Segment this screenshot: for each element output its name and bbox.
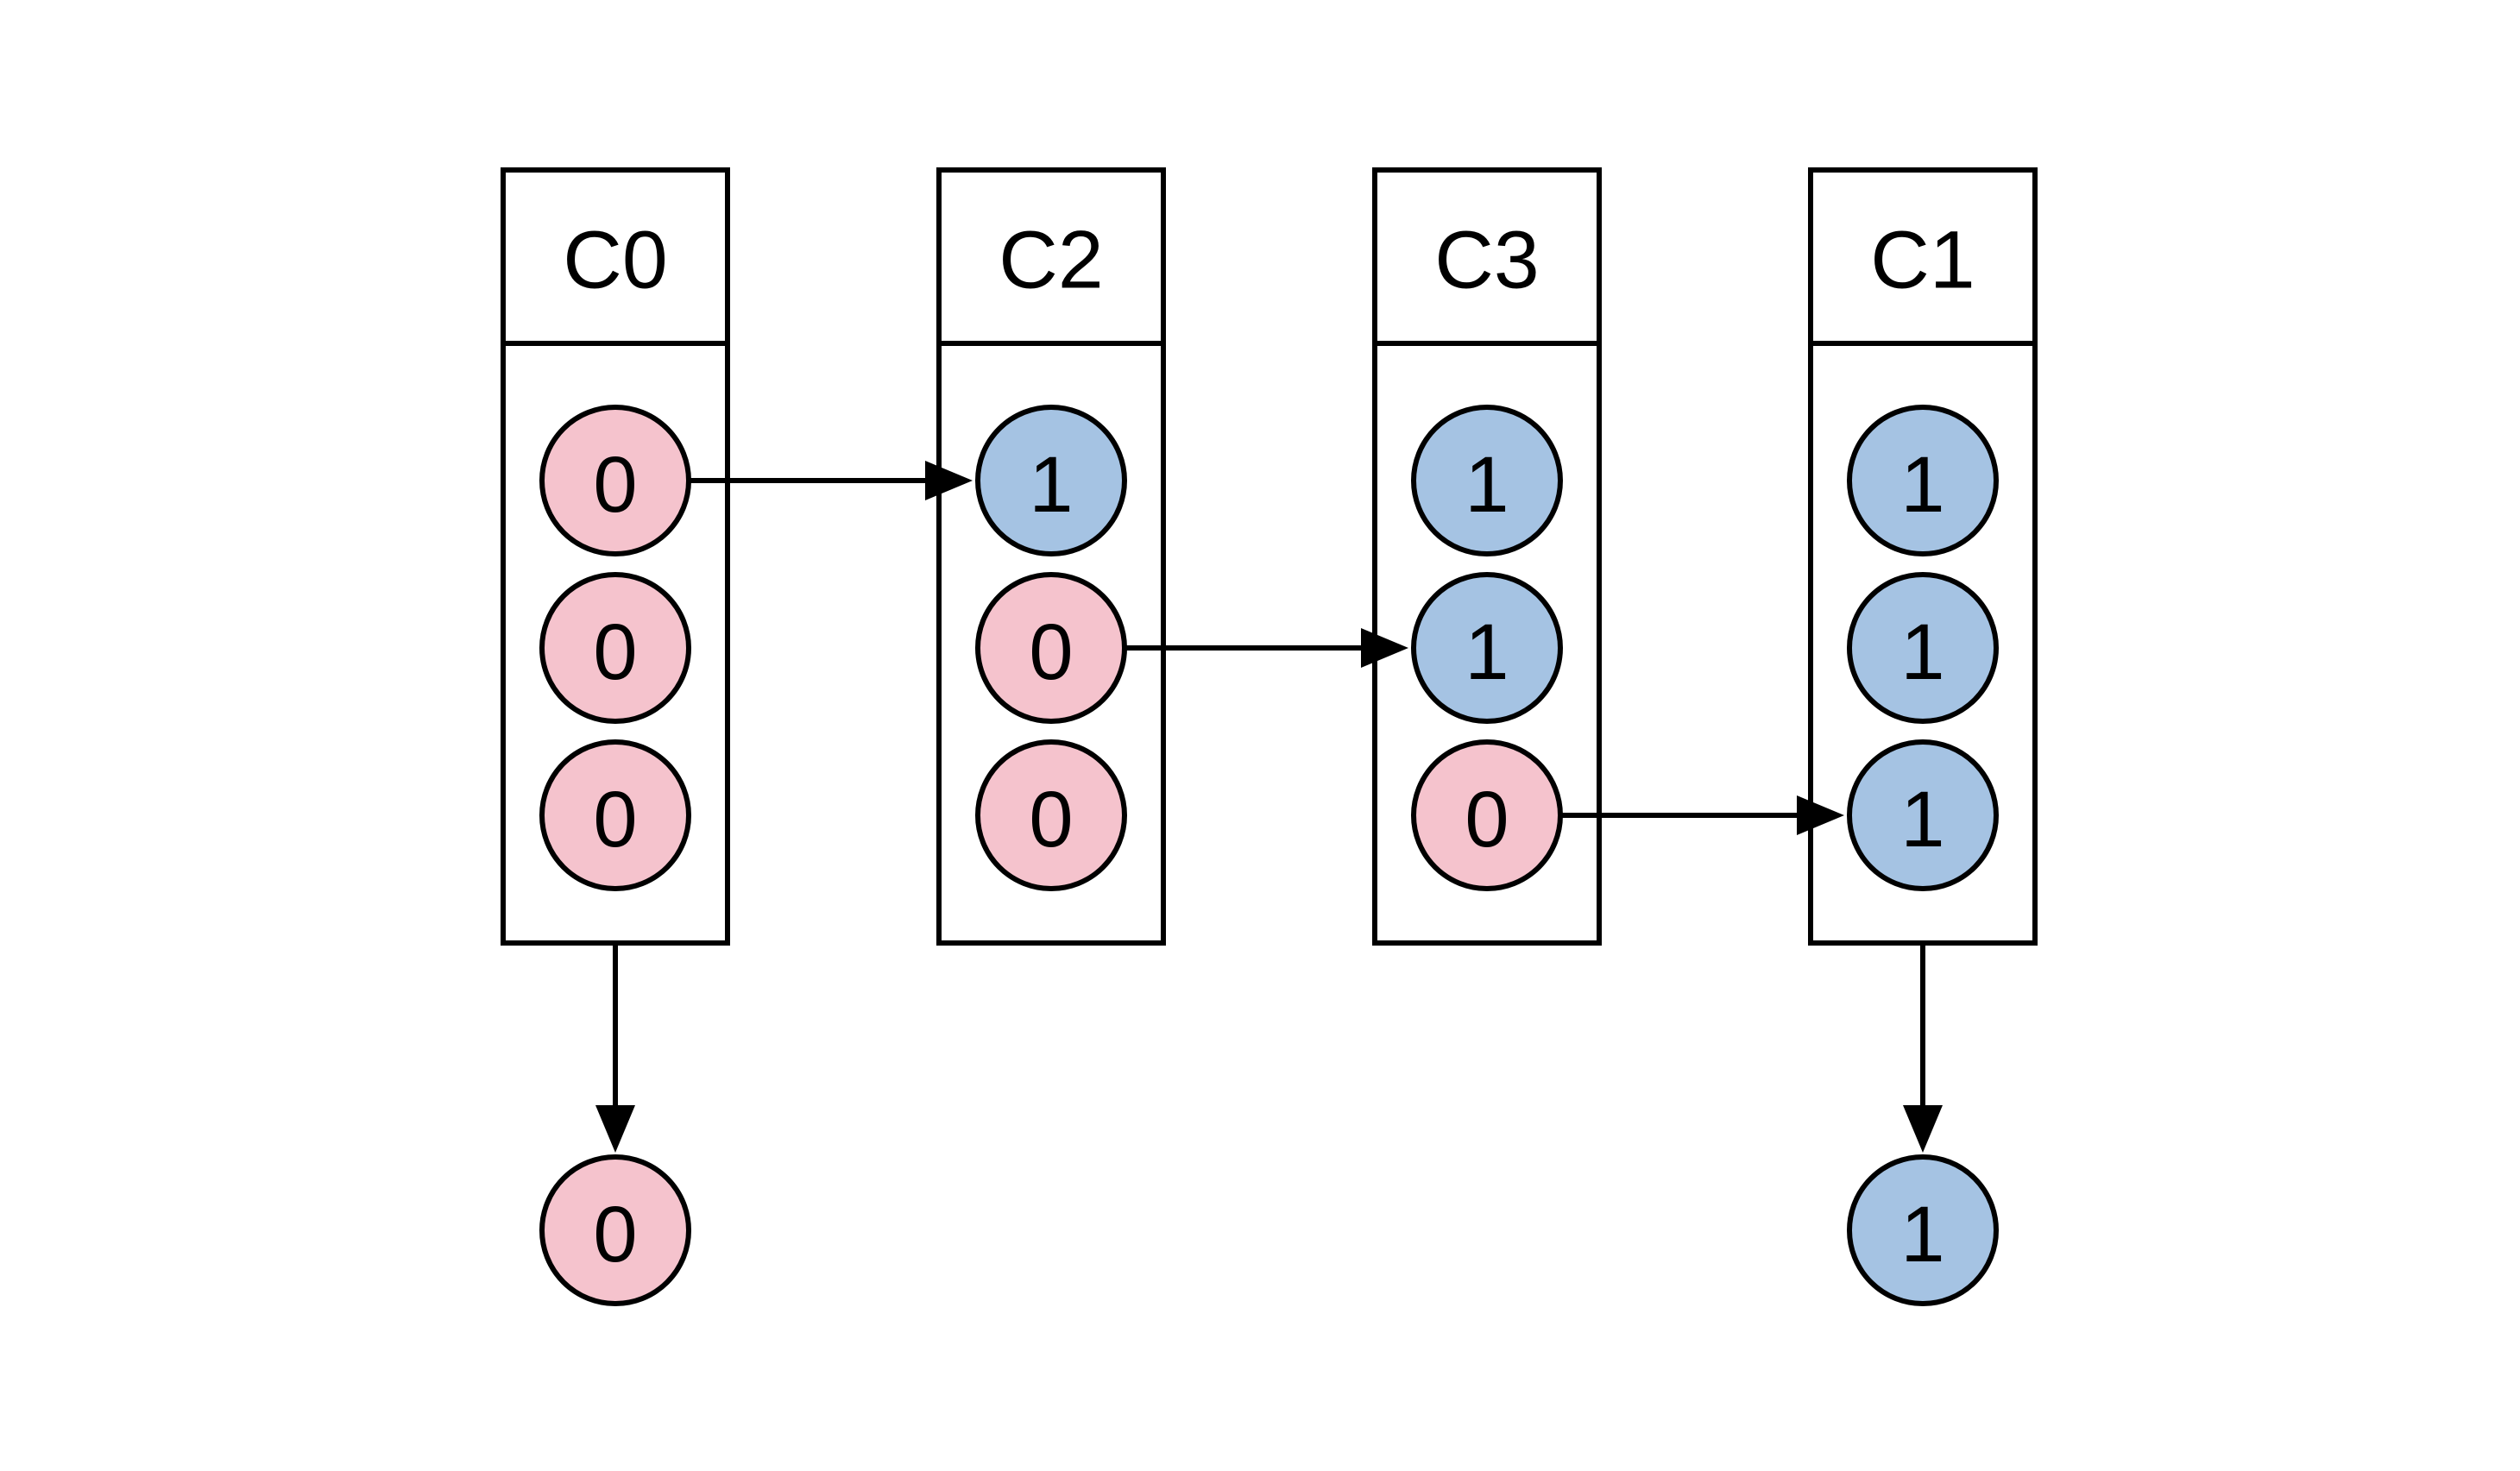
cell-value-C2-row1: 1 [1029, 441, 1073, 529]
cell-value-C3-row2: 1 [1465, 608, 1509, 696]
cell-C3-row3: 0 [1411, 739, 1563, 891]
cell-value-C3-row3: 0 [1465, 776, 1509, 864]
arrow-h2-head [1361, 628, 1408, 668]
column-label-C1: C1 [1870, 215, 1975, 306]
cell-value-C1-row3: 1 [1900, 776, 1944, 864]
cell-circle-C2-row1 [975, 405, 1127, 556]
cell-circle-C3-row1 [1411, 405, 1563, 556]
arrow-h3-head [1797, 795, 1844, 835]
floating-circle-value-C1: 1 [1900, 1191, 1944, 1279]
cell-value-C0-row2: 0 [593, 608, 637, 696]
cell-circle-C3-row2 [1411, 572, 1563, 724]
arrow-C2-row2-to-C3-row2 [1125, 628, 1408, 668]
cell-circle-C1-row2 [1847, 572, 1999, 724]
column-label-C3: C3 [1434, 215, 1539, 306]
cell-circle-C2-row2 [975, 572, 1127, 724]
floating-circle-C0 [539, 1154, 691, 1306]
cell-value-C0-row3: 0 [593, 776, 637, 864]
cell-C2-row2: 0 [975, 572, 1127, 724]
floating-circle-C1 [1847, 1154, 1999, 1306]
output-of-C0: 0 [539, 943, 691, 1306]
cell-C0-row2: 0 [539, 572, 691, 724]
cell-value-C0-row1: 0 [593, 441, 637, 529]
cell-circle-C0-row1 [539, 405, 691, 556]
cell-value-C2-row3: 0 [1029, 776, 1073, 864]
cell-value-C3-row1: 1 [1465, 441, 1509, 529]
cell-C0-row3: 0 [539, 739, 691, 891]
cell-value-C1-row1: 1 [1900, 441, 1944, 529]
cell-circle-C1-row1 [1847, 405, 1999, 556]
cell-value-C1-row2: 1 [1900, 608, 1944, 696]
cell-circle-C0-row2 [539, 572, 691, 724]
arrow-C3-row3-to-C1-row3 [1560, 795, 1844, 835]
down-arrow-C0-head [595, 1105, 635, 1153]
arrow-h1-head [925, 461, 973, 500]
cell-C2-row1: 1 [975, 405, 1127, 556]
column-label-C0: C0 [563, 215, 667, 306]
cell-C0-row1: 0 [539, 405, 691, 556]
cell-circle-C3-row3 [1411, 739, 1563, 891]
output-of-C1: 1 [1847, 943, 1999, 1306]
cell-C3-row1: 1 [1411, 405, 1563, 556]
cell-C1-row1: 1 [1847, 405, 1999, 556]
cell-circle-C1-row3 [1847, 739, 1999, 891]
floating-circle-value-C0: 0 [593, 1191, 637, 1279]
cell-circle-C0-row3 [539, 739, 691, 891]
arrow-C0-row1-to-C2-row1 [689, 461, 973, 500]
column-label-C2: C2 [999, 215, 1103, 306]
cell-C3-row2: 1 [1411, 572, 1563, 724]
cell-C2-row3: 0 [975, 739, 1127, 891]
down-arrow-C1-head [1903, 1105, 1943, 1153]
cell-value-C2-row2: 0 [1029, 608, 1073, 696]
cell-C1-row2: 1 [1847, 572, 1999, 724]
cell-circle-C2-row3 [975, 739, 1127, 891]
cell-C1-row3: 1 [1847, 739, 1999, 891]
